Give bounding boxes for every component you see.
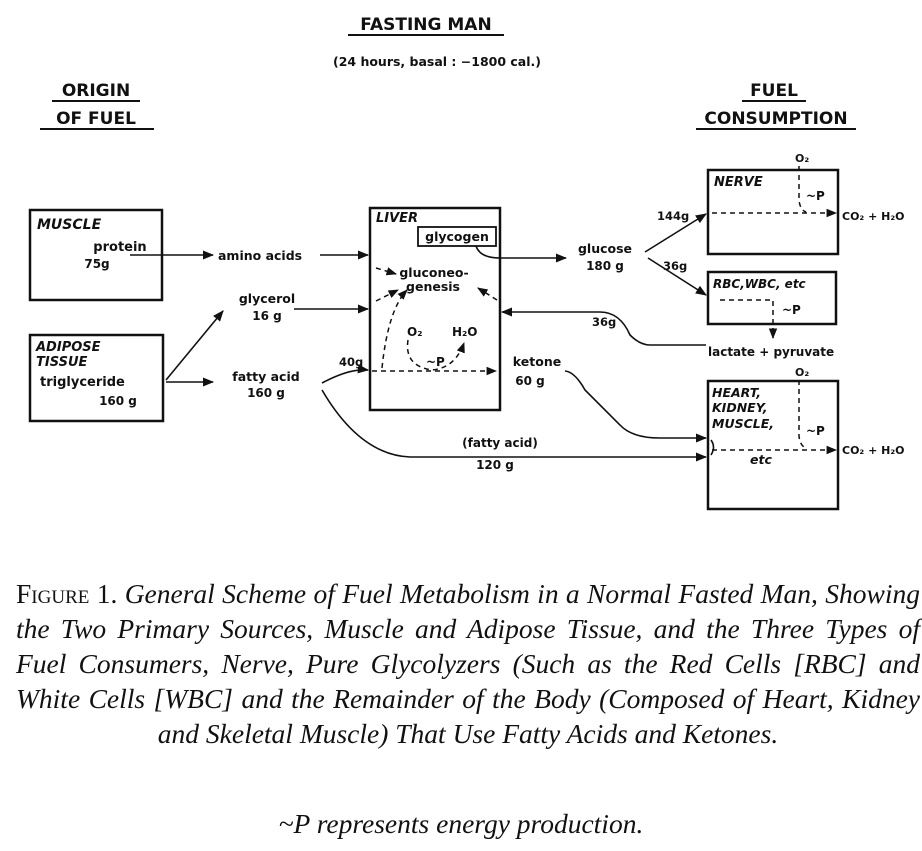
label-co2-h2o-heart: CO₂ + H₂O bbox=[842, 444, 905, 457]
dash-heart-o2 bbox=[798, 380, 807, 449]
label-40g: 40g bbox=[339, 355, 363, 369]
dash-glycerol-to-gluconeo bbox=[375, 289, 399, 302]
heart-p: ~P bbox=[806, 424, 825, 438]
heart-inlet-brace bbox=[710, 439, 715, 456]
label-fatty-acid-flow-amount: 120 g bbox=[476, 458, 514, 472]
nerve-title: NERVE bbox=[714, 175, 763, 190]
muscle-title: MUSCLE bbox=[37, 217, 102, 233]
fuel-metabolism-diagram: FASTING MAN (24 hours, basal : −1800 cal… bbox=[28, 15, 905, 511]
nerve-o2: O₂ bbox=[795, 152, 809, 165]
label-fatty-acid-flow: (fatty acid) bbox=[462, 436, 538, 450]
heart-box: HEART, KIDNEY, MUSCLE, etc O₂ ~P bbox=[706, 366, 840, 511]
arrow-adipose-to-glycerol bbox=[165, 310, 224, 381]
label-ketone-amount: 60 g bbox=[515, 374, 544, 388]
dash-liver-oxidation bbox=[406, 339, 465, 371]
figure-label: Figure 1. bbox=[16, 578, 118, 609]
label-fatty-acid-amount: 160 g bbox=[247, 386, 285, 400]
consumption-heading-line1: FUEL bbox=[750, 81, 798, 101]
figure-caption: Figure 1. General Scheme of Fuel Metabol… bbox=[16, 576, 920, 751]
nerve-box: NERVE O₂ ~P bbox=[706, 152, 840, 256]
arrow-fatty-acid-to-liver bbox=[321, 364, 370, 384]
liver-gluconeo-line2: genesis bbox=[406, 279, 460, 294]
muscle-protein: protein bbox=[93, 240, 146, 255]
adipose-box: ADIPOSE TISSUE triglyceride 160 g bbox=[28, 333, 165, 423]
label-glucose: glucose bbox=[578, 241, 632, 256]
arrow-lactate-to-liver bbox=[500, 307, 706, 346]
label-ketone: ketone bbox=[513, 354, 561, 369]
label-glycerol-amount: 16 g bbox=[252, 309, 281, 323]
heart-title-line3: MUSCLE, bbox=[712, 416, 774, 431]
liver-box: LIVER glycogen gluconeo- genesis O₂ H₂O … bbox=[368, 206, 502, 412]
rbc-p: ~P bbox=[782, 303, 801, 317]
heart-title-line1: HEART, bbox=[712, 385, 761, 400]
muscle-protein-amount: 75g bbox=[84, 257, 109, 271]
heart-title-line2: KIDNEY, bbox=[712, 400, 767, 415]
figure-text: General Scheme of Fuel Metabolism in a N… bbox=[16, 578, 920, 749]
liver-title: LIVER bbox=[376, 211, 418, 226]
rbc-box: RBC,WBC, etc ~P bbox=[706, 270, 838, 326]
diagram-subtitle: (24 hours, basal : −1800 cal.) bbox=[333, 54, 541, 69]
liver-gluconeo-line1: gluconeo- bbox=[399, 265, 468, 280]
label-glucose-amount: 180 g bbox=[586, 259, 624, 273]
liver-glycogen: glycogen bbox=[425, 229, 489, 244]
heart-o2: O₂ bbox=[795, 366, 809, 379]
label-36g-rbc: 36g bbox=[663, 259, 687, 273]
adipose-title-line1: ADIPOSE bbox=[35, 340, 101, 355]
adipose-title-line2: TISSUE bbox=[36, 355, 88, 370]
diagram-title: FASTING MAN bbox=[360, 15, 491, 35]
heart-etc: etc bbox=[750, 452, 772, 467]
consumption-heading-line2: CONSUMPTION bbox=[704, 109, 847, 129]
adipose-triglyceride: triglyceride bbox=[40, 375, 125, 390]
arrow-fatty-acid-to-heart bbox=[321, 389, 708, 462]
dash-nerve-o2 bbox=[798, 166, 807, 213]
arrow-glucose-to-nerve bbox=[644, 213, 707, 253]
dash-fatty-acid-to-gluconeo bbox=[381, 289, 408, 369]
liver-o2: O₂ bbox=[407, 325, 422, 339]
label-amino-acids: amino acids bbox=[218, 248, 302, 263]
energy-footnote: ~P represents energy production. bbox=[278, 808, 644, 839]
label-lactate-pyruvate: lactate + pyruvate bbox=[708, 345, 834, 359]
arrow-glycogen-to-glucose bbox=[475, 245, 568, 263]
dash-lactate-to-gluconeo bbox=[477, 287, 498, 301]
label-fatty-acid: fatty acid bbox=[232, 369, 299, 384]
label-144g: 144g bbox=[657, 209, 689, 223]
dash-amino-to-gluconeo bbox=[375, 267, 398, 276]
arrow-ketone-to-heart bbox=[564, 370, 708, 443]
arrow-glucose-to-rbc bbox=[647, 257, 707, 296]
liver-p: ~P bbox=[426, 355, 445, 369]
label-glycerol: glycerol bbox=[239, 291, 295, 306]
origin-heading-line2: OF FUEL bbox=[56, 109, 136, 129]
glycogen-box bbox=[417, 226, 497, 247]
rbc-title: RBC,WBC, etc bbox=[713, 277, 806, 291]
dash-rbc-to-lactate bbox=[720, 299, 778, 340]
liver-h2o: H₂O bbox=[452, 325, 478, 339]
label-co2-h2o-nerve: CO₂ + H₂O bbox=[842, 210, 905, 223]
origin-heading-line1: ORIGIN bbox=[62, 81, 130, 101]
label-36g-return: 36g bbox=[592, 315, 616, 329]
nerve-p: ~P bbox=[806, 189, 825, 203]
adipose-triglyceride-amount: 160 g bbox=[99, 394, 137, 408]
